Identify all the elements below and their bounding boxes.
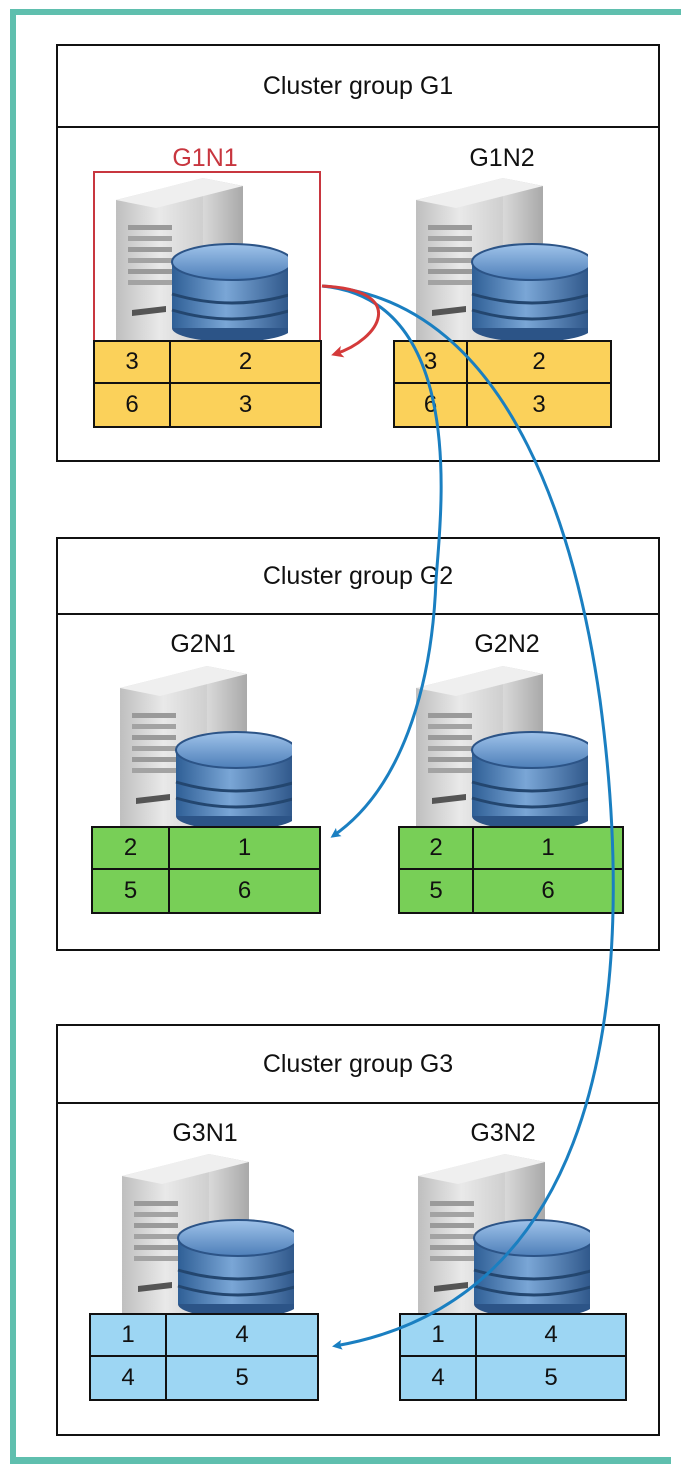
server-tower-icon — [114, 1146, 294, 1316]
partition-table-g3n1: 1 4 4 5 — [89, 1313, 319, 1401]
partition-cell: 6 — [541, 877, 555, 904]
partition-cell: 4 — [91, 1357, 167, 1399]
partition-table-g1n1: 3 2 6 3 — [93, 340, 322, 428]
group-title: Cluster group G2 — [58, 539, 658, 615]
partition-cell: 3 — [238, 391, 253, 418]
partition-cell: 1 — [474, 828, 622, 870]
server-tower-icon — [112, 658, 292, 828]
partition-cell: 4 — [401, 1357, 477, 1399]
node-label-g3n2: G3N2 — [470, 1119, 536, 1147]
partition-cell: 5 — [93, 870, 170, 912]
outer-frame — [10, 9, 671, 1464]
partition-table-g1n2: 3 2 6 3 — [393, 340, 612, 428]
partition-table-g2n2: 2 1 5 6 — [398, 826, 624, 914]
server-tower-icon — [408, 170, 588, 340]
partition-cell: 1 — [170, 828, 319, 870]
partition-cell: 2 — [171, 342, 320, 384]
node-label-g1n2: G1N2 — [469, 144, 535, 172]
partition-cell: 4 — [477, 1315, 625, 1357]
partition-cell: 6 — [237, 877, 252, 904]
server-tower-icon — [408, 658, 588, 828]
partition-table-g2n1: 2 1 5 6 — [91, 826, 321, 914]
partition-table-g3n2: 1 4 4 5 — [399, 1313, 627, 1401]
node-label-g1n1: G1N1 — [172, 144, 238, 172]
partition-cell: 5 — [544, 1364, 558, 1391]
server-tower-icon — [410, 1146, 590, 1316]
selected-node-outline — [93, 171, 321, 343]
partition-cell: 1 — [401, 1315, 477, 1357]
partition-cell: 6 — [395, 384, 468, 426]
partition-cell: 3 — [95, 342, 171, 384]
partition-cell: 3 — [532, 391, 546, 418]
node-label-g2n1: G2N1 — [170, 630, 236, 658]
partition-cell: 1 — [91, 1315, 167, 1357]
partition-cell: 5 — [235, 1364, 249, 1391]
node-label-g2n2: G2N2 — [474, 630, 540, 658]
group-title: Cluster group G3 — [58, 1026, 658, 1104]
group-title: Cluster group G1 — [58, 46, 658, 128]
partition-cell: 6 — [95, 384, 171, 426]
partition-cell: 2 — [93, 828, 170, 870]
partition-cell: 2 — [400, 828, 474, 870]
partition-cell: 2 — [468, 342, 610, 384]
node-label-g3n1: G3N1 — [172, 1119, 238, 1147]
partition-cell: 5 — [400, 870, 474, 912]
partition-cell: 3 — [395, 342, 468, 384]
partition-cell: 4 — [167, 1315, 317, 1357]
